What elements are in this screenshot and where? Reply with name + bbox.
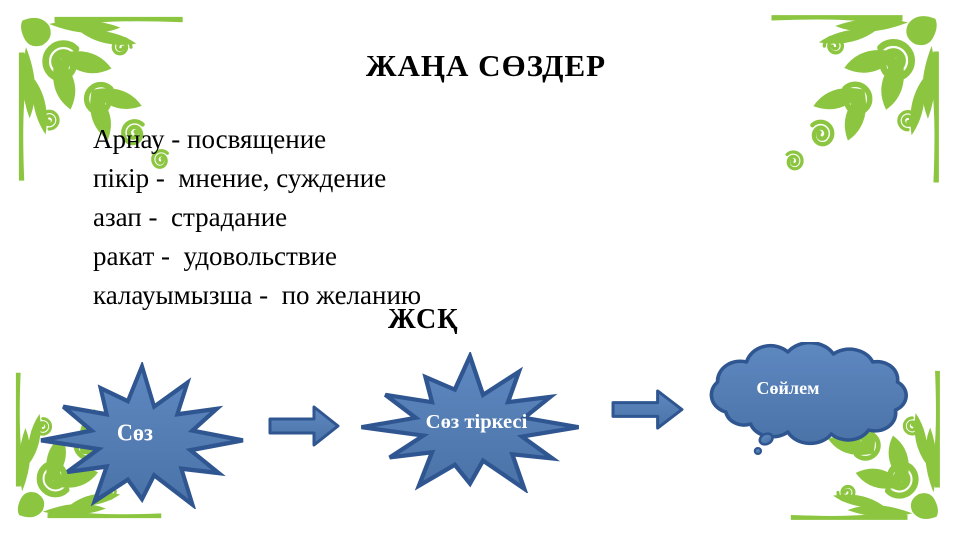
arrow-right-icon <box>268 405 340 447</box>
vocabulary-item: азап - страдание <box>93 202 288 232</box>
corner-ornament-top-right <box>766 6 948 188</box>
arrow-right-icon <box>611 389 684 430</box>
vocabulary-item: Арнау - посвящение <box>93 124 327 154</box>
diagram-node-word-starburst: Сөз <box>36 362 248 509</box>
diagram-node-sentence-cloud: Сөйлем <box>709 342 908 455</box>
vocabulary-item: калауымызша - по желанию <box>93 280 422 310</box>
vocabulary-item: пікір - мнение, суждение <box>93 163 387 193</box>
vocabulary-list: Арнау - посвящение пікір - мнение, сужде… <box>93 120 421 315</box>
diagram-node-phrase-label: Сөз тіркесі <box>426 412 528 434</box>
diagram-node-sentence-label: Сөйлем <box>756 378 819 398</box>
diagram-node-phrase-starburst: Сөз тіркесі <box>356 352 584 493</box>
vocabulary-item: ракат - удовольствие <box>93 241 338 271</box>
diagram-node-word-label: Сөз <box>117 419 153 446</box>
section-subtitle: ЖСҚ <box>388 304 459 335</box>
page-title: ЖАҢА СӨЗДЕР <box>365 48 607 83</box>
